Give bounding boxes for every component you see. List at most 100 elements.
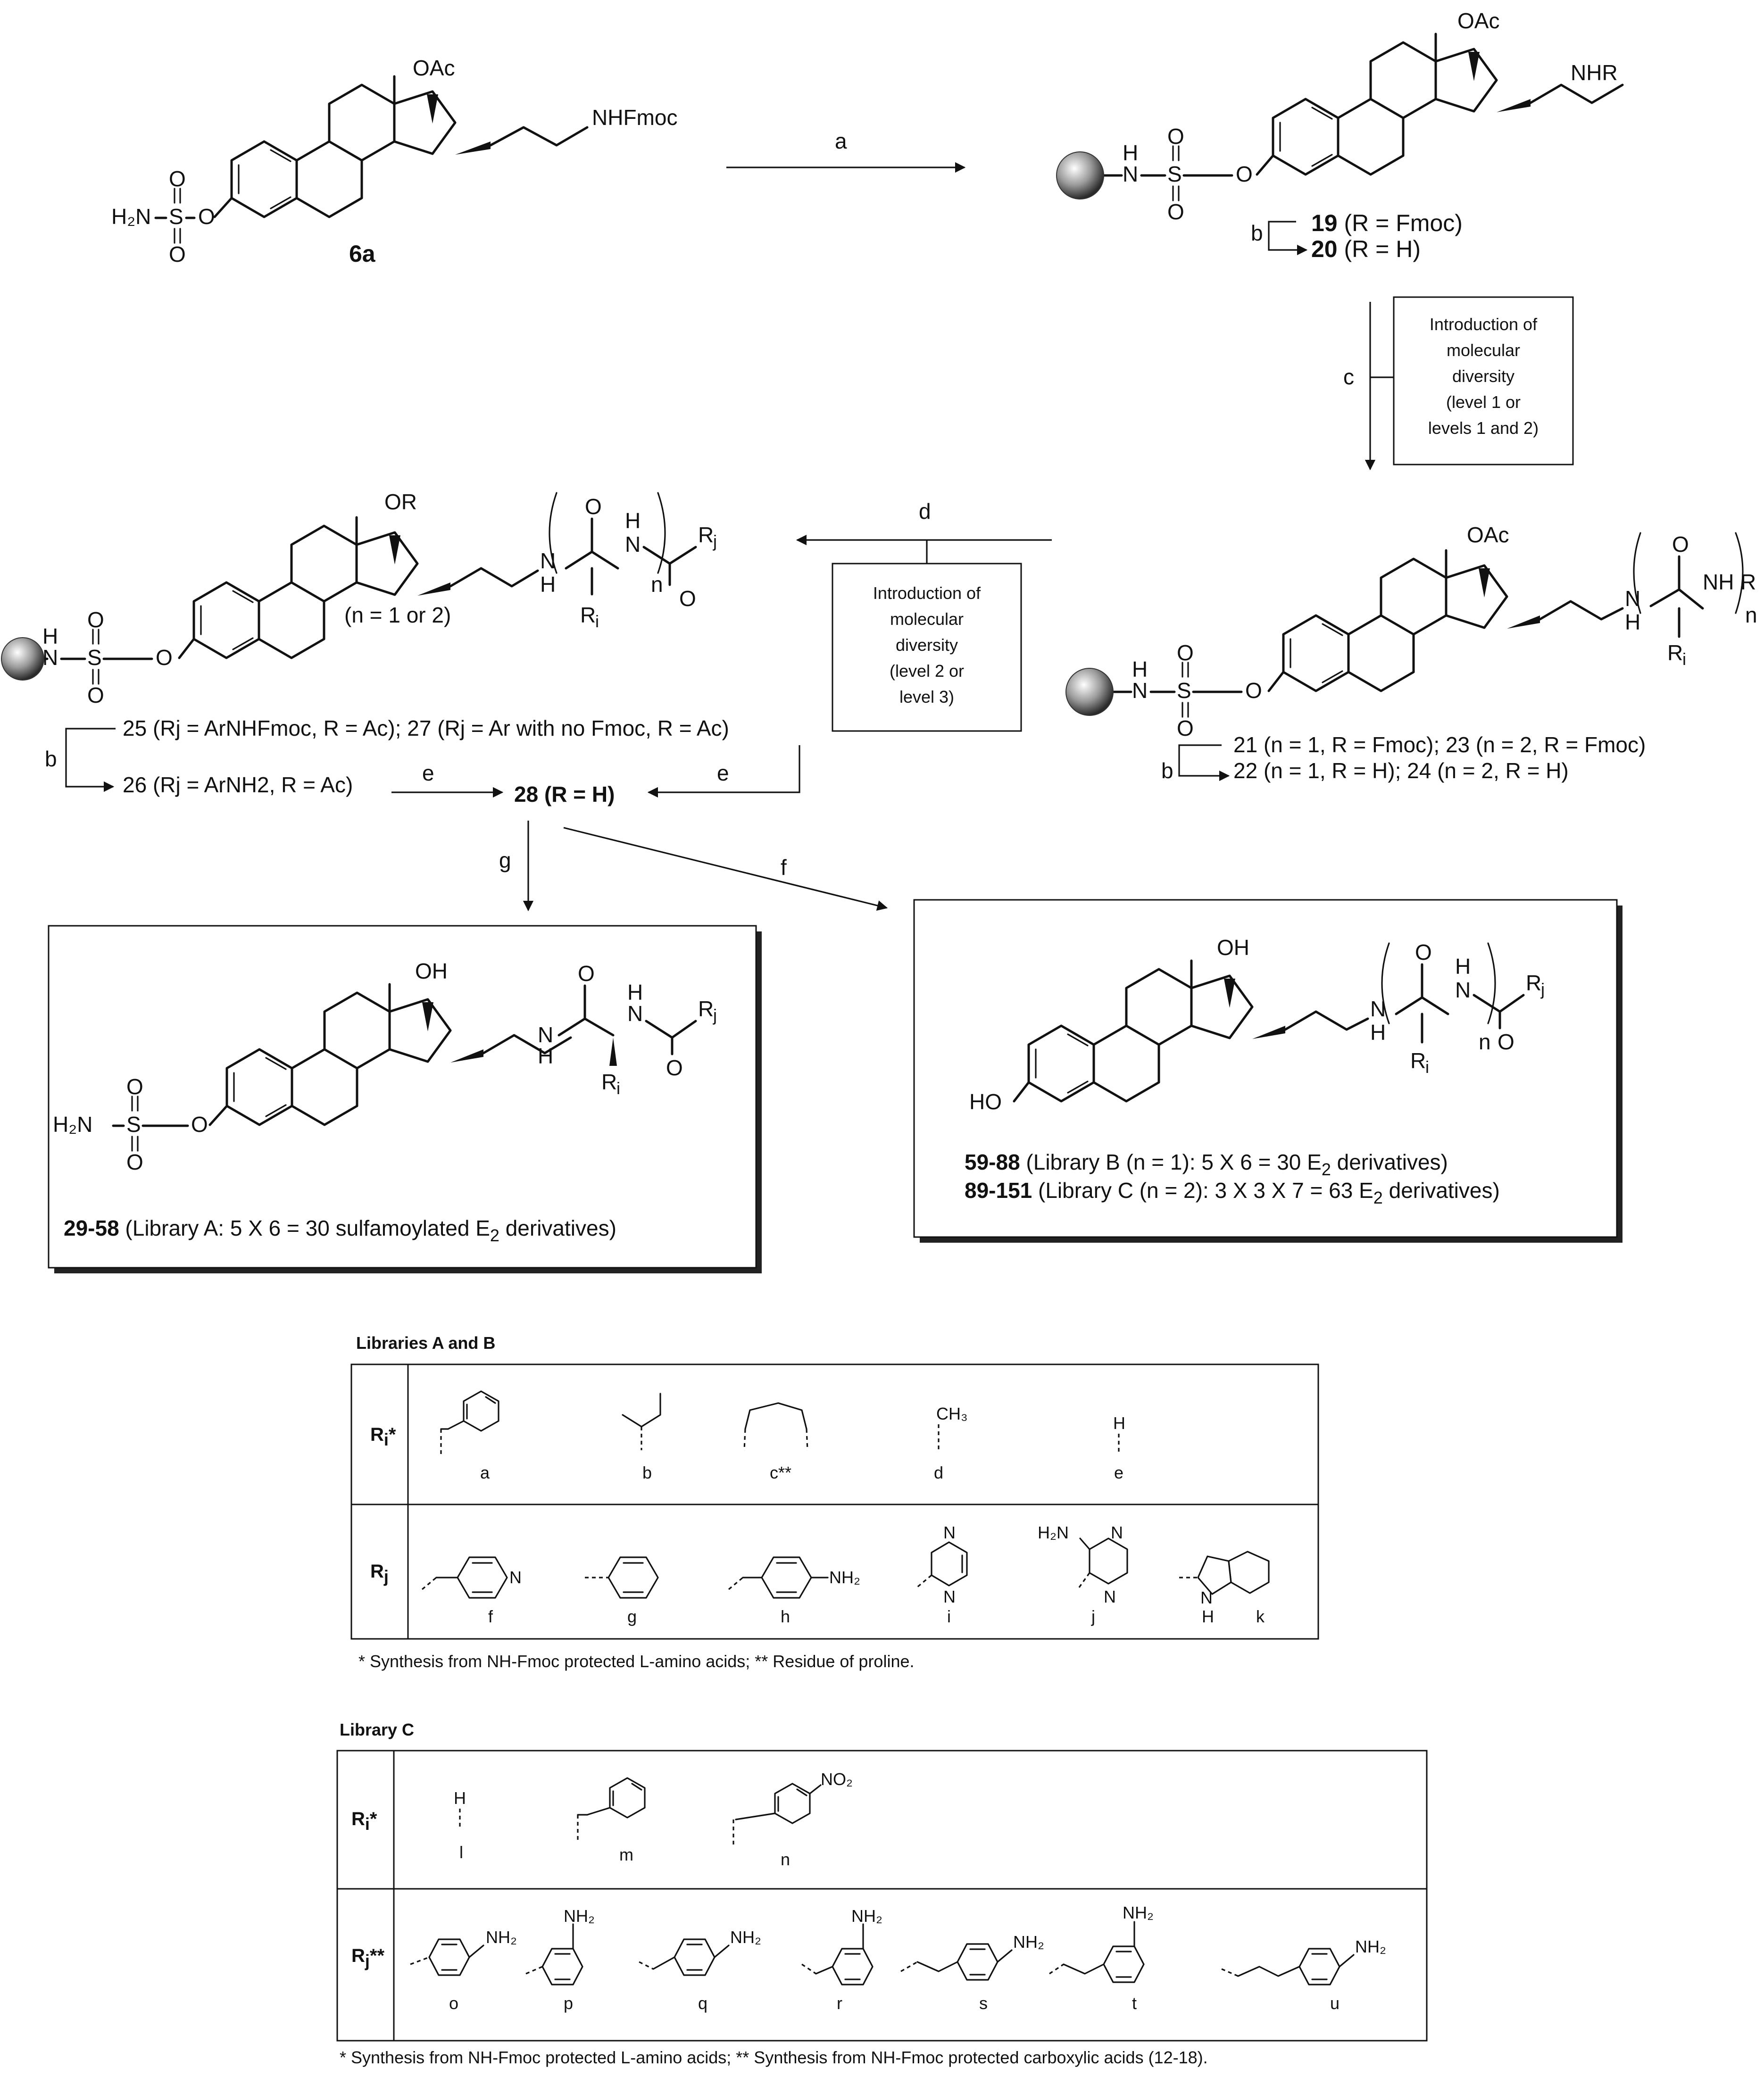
svg-text:i: i xyxy=(1425,1057,1429,1077)
svg-text:28 (R = H): 28 (R = H) xyxy=(514,782,615,806)
svg-text:R: R xyxy=(1667,640,1683,665)
svg-text:OR: OR xyxy=(384,490,417,514)
svg-text:N: N xyxy=(509,1568,522,1587)
substituent-f: N f xyxy=(421,1556,522,1626)
table-libraries-a-b: Libraries A and B Ri* Rj a b c** CH₃ d H… xyxy=(350,1333,1319,1671)
svg-text:u: u xyxy=(1330,1994,1340,2013)
svg-text:level 3): level 3) xyxy=(899,687,954,706)
svg-text:21 (n = 1, R = Fmoc); 23 (n =: 21 (n = 1, R = Fmoc); 23 (n = 2, R = Fmo… xyxy=(1233,732,1646,757)
svg-text:c**: c** xyxy=(770,1463,791,1482)
substituent-r: NH₂ r xyxy=(801,1906,882,2013)
svg-text:i: i xyxy=(595,612,599,631)
svg-text:H: H xyxy=(1132,657,1148,681)
library-a-box: OH N H O R i N H O R j O S O O H₂N 29-58… xyxy=(48,925,762,1273)
svg-text:f: f xyxy=(488,1607,493,1626)
svg-text:O: O xyxy=(169,242,186,266)
substituent-t: NH₂ t xyxy=(1049,1903,1154,2013)
svg-text:R: R xyxy=(580,603,596,627)
svg-text:OAc: OAc xyxy=(1467,523,1509,547)
svg-text:p: p xyxy=(564,1994,573,2013)
svg-text:N: N xyxy=(538,1022,553,1047)
svg-text:NH₂: NH₂ xyxy=(1123,1903,1154,1922)
svg-text:b: b xyxy=(1161,758,1173,783)
svg-text:O: O xyxy=(1177,640,1194,665)
svg-text:R: R xyxy=(1410,1048,1426,1073)
svg-text:O: O xyxy=(679,586,696,611)
svg-text:O: O xyxy=(1245,678,1262,703)
svg-text:b: b xyxy=(642,1463,652,1482)
svg-text:O: O xyxy=(1236,162,1253,186)
svg-text:a: a xyxy=(480,1463,490,1482)
svg-text:(level 2 or: (level 2 or xyxy=(890,661,964,681)
svg-text:H₂N: H₂N xyxy=(1038,1523,1069,1542)
svg-text:R: R xyxy=(698,523,714,547)
resin-bead-icon xyxy=(1065,668,1114,716)
svg-text:89-151 (Library C (n = 2): 3 X: 89-151 (Library C (n = 2): 3 X 3 X 7 = 6… xyxy=(965,1178,1500,1207)
substituent-l: H l xyxy=(454,1788,466,1862)
svg-text:(level 1 or: (level 1 or xyxy=(1446,392,1521,412)
svg-text:i: i xyxy=(947,1607,951,1626)
svg-text:N: N xyxy=(1455,978,1471,1002)
svg-text:S: S xyxy=(87,645,102,670)
svg-text:NO₂: NO₂ xyxy=(821,1770,853,1789)
step-c: c Introduction of molecular diversity (l… xyxy=(1343,296,1574,471)
svg-text:O: O xyxy=(126,1074,143,1099)
svg-text:H: H xyxy=(1455,954,1471,979)
substituent-k: N H k xyxy=(1179,1551,1270,1626)
svg-text:b: b xyxy=(45,747,57,771)
svg-text:g: g xyxy=(627,1607,637,1626)
svg-text:N: N xyxy=(943,1523,956,1542)
svg-text:Library C: Library C xyxy=(340,1720,414,1739)
svg-text:O: O xyxy=(585,494,602,519)
svg-text:H: H xyxy=(627,980,643,1005)
svg-text:NH₂: NH₂ xyxy=(829,1568,860,1587)
svg-text:m: m xyxy=(619,1845,633,1864)
svg-text:Introduction of: Introduction of xyxy=(873,583,981,603)
substituent-n: NO₂ n xyxy=(732,1770,853,1869)
svg-text:f: f xyxy=(781,855,787,880)
svg-text:NH₂: NH₂ xyxy=(1355,1937,1386,1956)
svg-text:O: O xyxy=(198,204,215,229)
svg-text:N: N xyxy=(627,1001,643,1026)
svg-text:Ri*: Ri* xyxy=(370,1424,396,1449)
svg-text:O: O xyxy=(1498,1030,1514,1054)
svg-text:n: n xyxy=(1745,603,1757,627)
svg-text:OAc: OAc xyxy=(413,56,455,80)
svg-text:Ri*: Ri* xyxy=(351,1809,377,1834)
svg-text:* Synthesis from NH-Fmoc prote: * Synthesis from NH-Fmoc protected L-ami… xyxy=(358,1652,915,1671)
svg-text:H: H xyxy=(1202,1607,1214,1626)
compound-25-28: OR N H O R i N H O R j n (n = 1 or 2) O … xyxy=(1,490,800,806)
arrow-g: g xyxy=(499,821,534,912)
substituent-j: H₂N N N j xyxy=(1038,1523,1128,1626)
svg-text:R: R xyxy=(1526,971,1541,995)
svg-text:O: O xyxy=(1415,940,1432,964)
svg-text:k: k xyxy=(1256,1607,1265,1626)
svg-text:O: O xyxy=(126,1150,143,1174)
svg-text:S: S xyxy=(126,1112,141,1137)
svg-text:H: H xyxy=(1113,1413,1125,1433)
svg-text:O: O xyxy=(1177,716,1194,740)
svg-text:19 (R = Fmoc): 19 (R = Fmoc) xyxy=(1311,210,1463,236)
svg-text:diversity: diversity xyxy=(1452,366,1514,386)
svg-text:NHFmoc: NHFmoc xyxy=(592,105,677,130)
substituent-q: NH₂ q xyxy=(639,1927,761,2013)
svg-text:N: N xyxy=(1104,1587,1116,1606)
substituent-i: N N i xyxy=(916,1523,968,1626)
svg-text:c: c xyxy=(1343,365,1354,389)
svg-text:20 (R = H): 20 (R = H) xyxy=(1311,236,1421,262)
svg-text:O: O xyxy=(191,1112,208,1137)
svg-text:H: H xyxy=(1625,610,1640,634)
svg-text:N: N xyxy=(625,532,641,557)
step-d: d Introduction of molecular diversity (l… xyxy=(796,499,1052,732)
svg-text:s: s xyxy=(979,1994,988,2013)
svg-text:CH₃: CH₃ xyxy=(936,1404,968,1423)
substituent-s: NH₂ s xyxy=(900,1932,1044,2013)
svg-text:h: h xyxy=(781,1607,790,1626)
svg-text:NH₂: NH₂ xyxy=(486,1927,517,1947)
compound-19-20: OAc NHR O S O O N H 19 (R = Fmoc) 20 (R … xyxy=(1056,8,1624,262)
compound-21-24: OAc N H O R i NH R n O S O O N H 21 (n =… xyxy=(1065,523,1757,783)
svg-text:(n = 1 or 2): (n = 1 or 2) xyxy=(344,603,451,627)
svg-text:29-58 (Library A: 5 X 6 = 30 s: 29-58 (Library A: 5 X 6 = 30 sulfamoylat… xyxy=(64,1216,616,1245)
svg-text:NH₂: NH₂ xyxy=(564,1906,595,1926)
